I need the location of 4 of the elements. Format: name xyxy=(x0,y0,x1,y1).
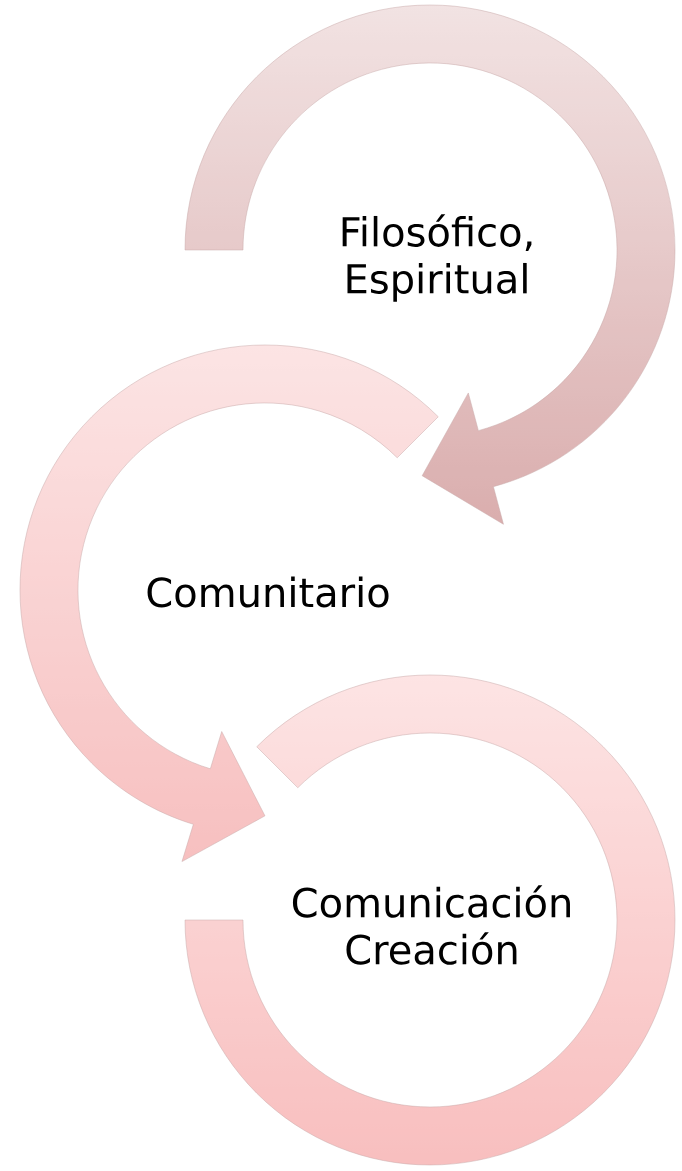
label-text: Filosófico, Espiritual xyxy=(342,214,532,302)
label-text: Comunicación Creación xyxy=(292,885,570,965)
circular-arrow xyxy=(19,344,439,862)
label-text: Comunitario xyxy=(147,576,389,608)
